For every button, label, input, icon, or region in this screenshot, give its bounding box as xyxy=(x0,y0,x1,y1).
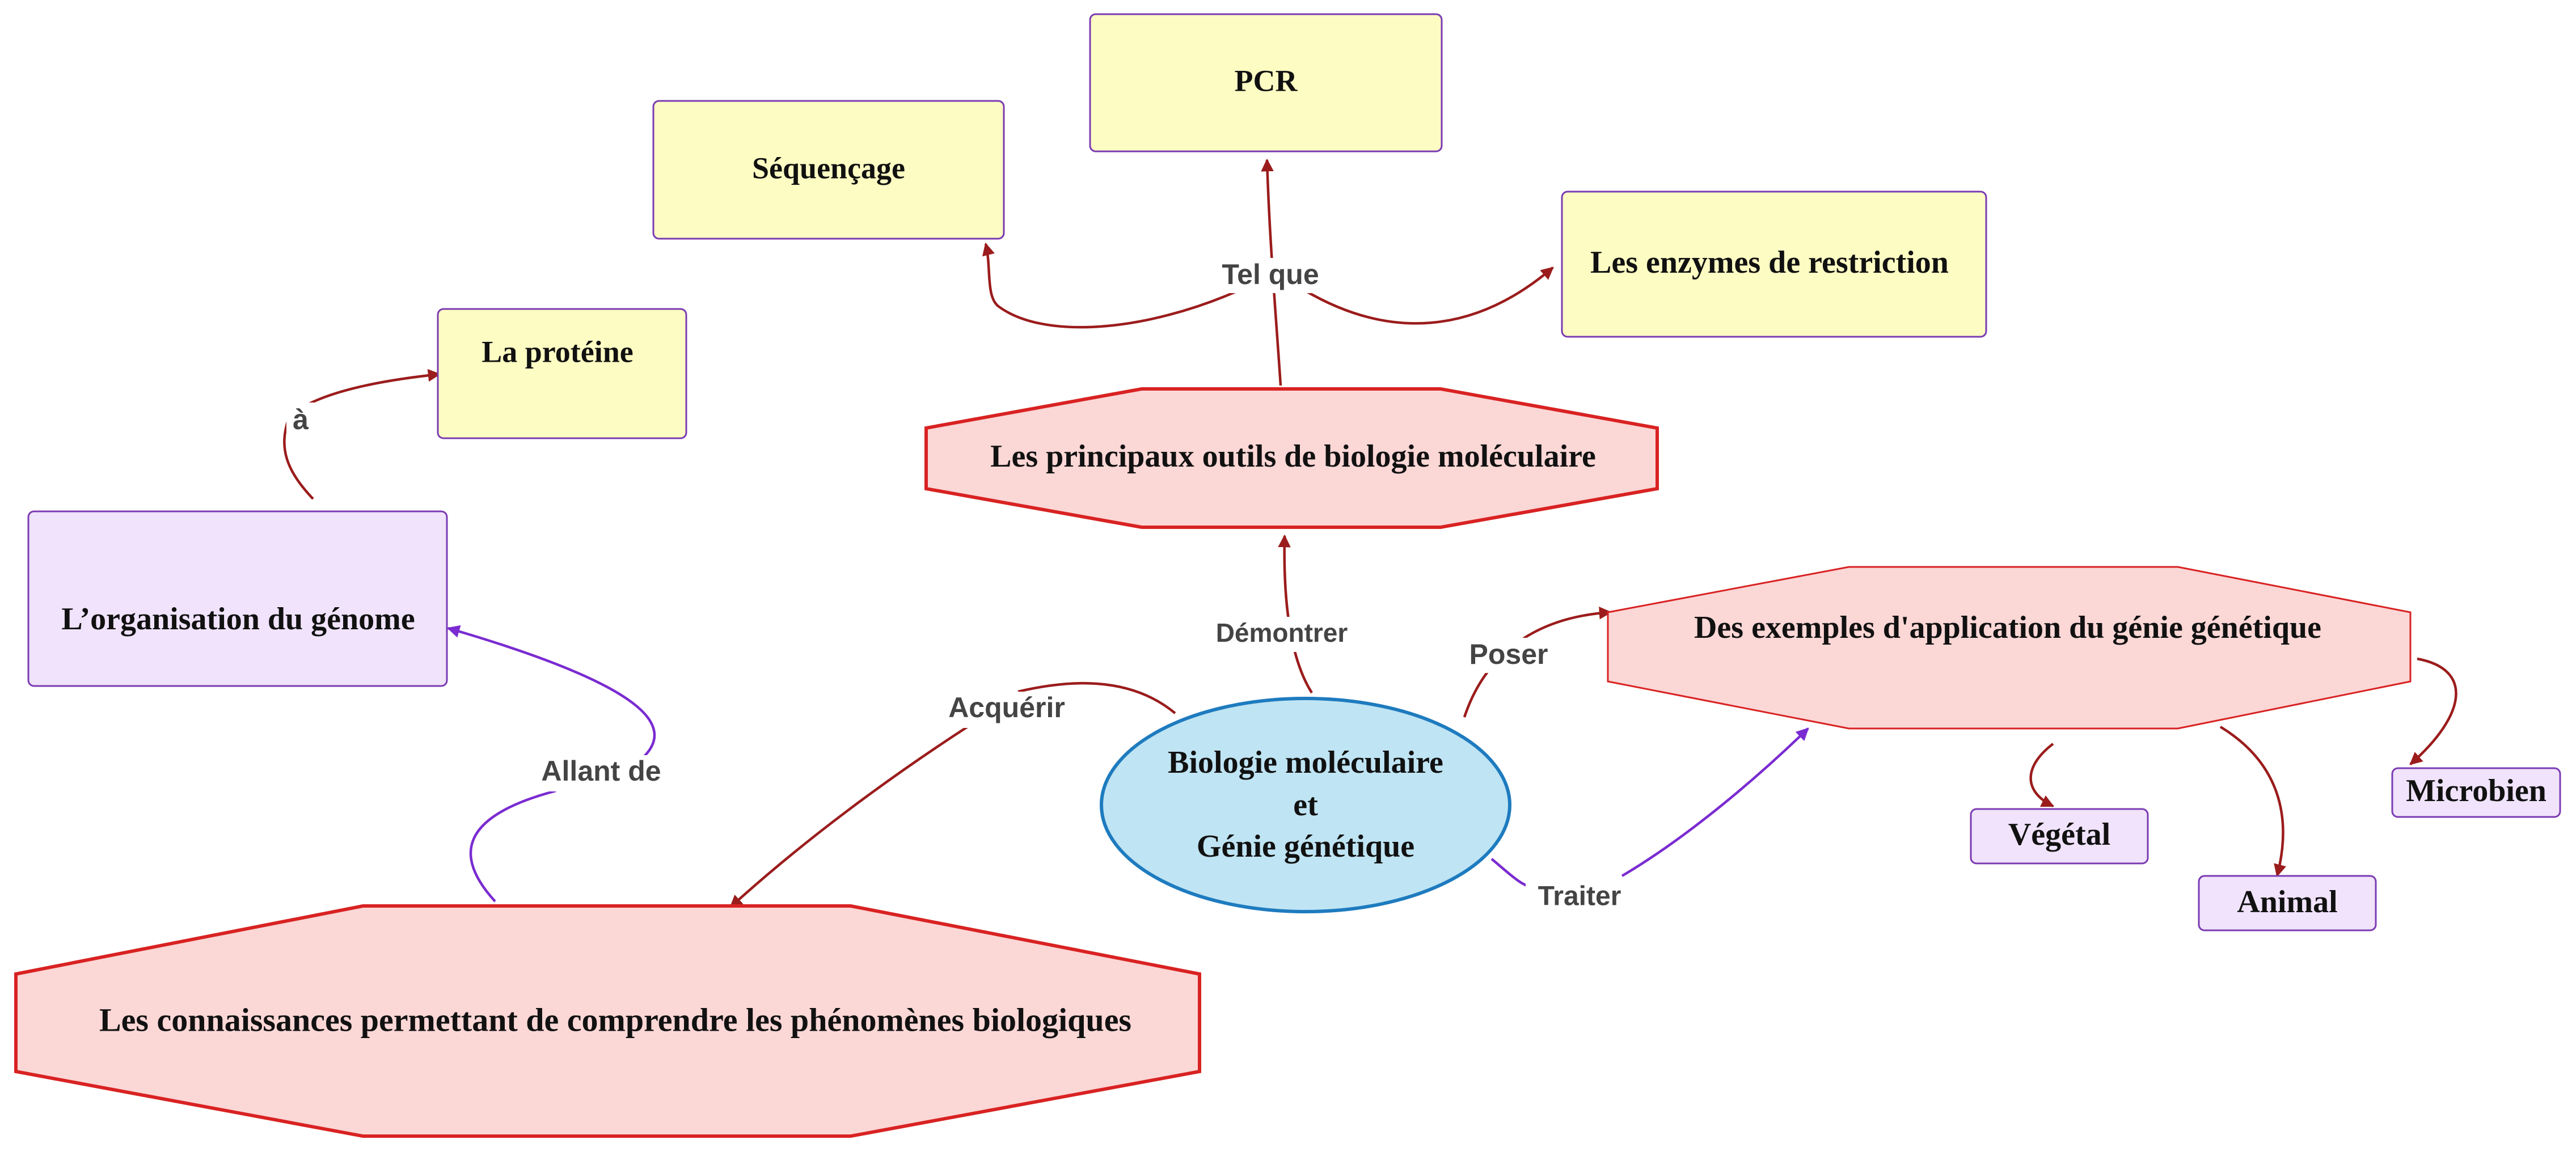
node-connaissances-label: Les connaissances permettant de comprend… xyxy=(99,1001,1131,1038)
svg-text:Poser: Poser xyxy=(1469,638,1548,670)
connector-exemples-to-animal xyxy=(2219,726,2286,878)
node-pcr-label: PCR xyxy=(1235,63,1298,98)
node-animal-label: Animal xyxy=(2237,884,2337,920)
link-label-a: à xyxy=(286,403,315,437)
connector-central-to-connaissances-b xyxy=(729,723,972,908)
node-vegetal[interactable]: Végétal xyxy=(1970,808,2149,865)
node-connaissances[interactable]: Les connaissances permettant de comprend… xyxy=(14,904,1201,1138)
link-label-traiter: Traiter xyxy=(1526,880,1633,915)
connector-telque-to-sequencage xyxy=(982,242,1240,329)
node-animal[interactable]: Animal xyxy=(2198,875,2377,931)
connector-exemples-to-vegetal xyxy=(2029,743,2055,808)
node-enzymes[interactable]: Les enzymes de restriction xyxy=(1561,190,1987,338)
node-central-line1: Biologie moléculaire xyxy=(1168,745,1443,780)
node-exemples-label: Des exemples d'application du génie géné… xyxy=(1694,610,2321,645)
svg-text:Tel que: Tel que xyxy=(1222,259,1319,290)
node-genome-label: L’organisation du génome xyxy=(61,602,415,637)
node-central-line2: et xyxy=(1293,787,1318,823)
svg-text:Allant de: Allant de xyxy=(541,755,661,787)
node-sequencage-label: Séquençage xyxy=(752,151,905,185)
node-sequencage[interactable]: Séquençage xyxy=(652,100,1005,240)
node-genome[interactable]: L’organisation du génome xyxy=(27,510,448,687)
svg-text:à: à xyxy=(293,404,309,435)
node-proteine[interactable]: La protéine xyxy=(437,308,687,439)
connector-central-to-traiter xyxy=(1490,858,1532,889)
node-pcr[interactable]: PCR xyxy=(1089,13,1443,153)
svg-text:Acquérir: Acquérir xyxy=(948,692,1065,723)
connector-central-to-connaissances-a xyxy=(1017,681,1176,714)
node-microbien-label: Microbien xyxy=(2406,773,2547,808)
link-label-acquerir: Acquérir xyxy=(936,692,1078,728)
svg-text:Démontrer: Démontrer xyxy=(1216,618,1348,647)
node-outils[interactable]: Les principaux outils de biologie molécu… xyxy=(924,387,1659,529)
node-vegetal-label: Végétal xyxy=(2008,817,2110,852)
connector-exemples-to-microbien xyxy=(2409,657,2457,765)
svg-text:Traiter: Traiter xyxy=(1538,882,1621,912)
link-label-demontrer: Démontrer xyxy=(1205,617,1358,652)
connector-connaissances-to-genome-b xyxy=(446,625,656,758)
connector-connaissances-to-genome-a xyxy=(469,789,556,903)
node-central-line3: Génie génétique xyxy=(1197,829,1414,864)
node-enzymes-label: Les enzymes de restriction xyxy=(1590,245,1949,280)
link-label-allant-de: Allant de xyxy=(527,755,675,791)
node-central[interactable]: Biologie moléculaire et Génie génétique xyxy=(1100,697,1511,913)
node-proteine-label: La protéine xyxy=(482,334,634,369)
connector-telque-to-enzymes xyxy=(1303,266,1554,325)
node-exemples[interactable]: Des exemples d'application du génie géné… xyxy=(1607,566,2412,730)
connector-traiter-to-exemples xyxy=(1621,727,1809,877)
link-label-poser: Poser xyxy=(1460,638,1557,673)
node-outils-label: Les principaux outils de biologie molécu… xyxy=(990,439,1596,474)
link-label-tel-que: Tel que xyxy=(1208,258,1333,293)
node-microbien[interactable]: Microbien xyxy=(2391,767,2561,818)
connector-central-to-outils xyxy=(1278,534,1313,694)
